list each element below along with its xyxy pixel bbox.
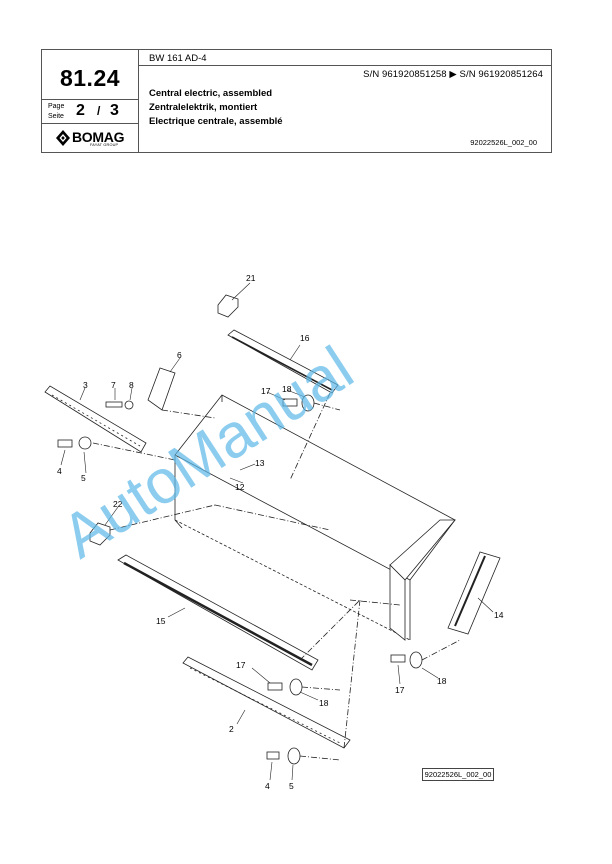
callout: 13 (255, 458, 265, 468)
callout: 4 (57, 466, 62, 476)
callout: 5 (289, 781, 294, 791)
callout: 18 (282, 384, 292, 394)
drawing-reference-box: 92022526L_002_00 (422, 768, 494, 781)
callout: 4 (265, 781, 270, 791)
callout: 6 (177, 350, 182, 360)
callout: 17 (236, 660, 246, 670)
title-french: Electrique centrale, assemblé (149, 116, 283, 127)
callout: 17 (395, 685, 405, 695)
callout: 18 (319, 698, 329, 708)
clip-22 (89, 522, 111, 546)
cable-duct-16 (227, 329, 339, 394)
title-block: BW 161 AD-4 S/N 961920851258 ▶ S/N 96192… (41, 49, 552, 153)
callout: 14 (494, 610, 504, 620)
clip-21 (217, 294, 239, 318)
brand-subtitle: FAYAT GROUP (90, 143, 119, 147)
drawing-id: 92022526L_002_00 (470, 138, 537, 147)
callout: 21 (246, 273, 256, 283)
callout-labels: 21 16 6 3 7 8 17 18 13 12 4 5 22 14 15 1… (57, 273, 504, 791)
serial-range: S/N 961920851258 ▶ S/N 961920851264 (363, 69, 543, 80)
group-number: 81.24 (59, 65, 121, 91)
brand-logo: BOMAG FAYAT GROUP (55, 127, 133, 149)
page-current: 2 (76, 102, 85, 119)
callout: 15 (156, 616, 166, 626)
title-english: Central electric, assembled (149, 88, 273, 99)
brand-name: BOMAG (72, 129, 125, 145)
model-name: BW 161 AD-4 (149, 53, 207, 64)
callout: 22 (113, 499, 123, 509)
callout: 8 (129, 380, 134, 390)
callout: 2 (229, 724, 234, 734)
din-rail-3 (44, 385, 147, 453)
bomag-logo-icon (56, 130, 70, 146)
callout: 5 (81, 473, 86, 483)
page-label: Page Seite (48, 103, 65, 120)
page-total: 3 (110, 102, 119, 119)
callout: 18 (437, 676, 447, 686)
din-rail-2 (182, 656, 351, 749)
callout: 16 (300, 333, 310, 343)
callout: 7 (111, 380, 116, 390)
connector-strip (147, 367, 176, 411)
title-german: Zentralelektrik, montiert (149, 102, 258, 113)
callout: 3 (83, 380, 88, 390)
callout: 12 (235, 482, 245, 492)
page-separator: / (97, 104, 101, 118)
callout: 17 (261, 386, 271, 396)
